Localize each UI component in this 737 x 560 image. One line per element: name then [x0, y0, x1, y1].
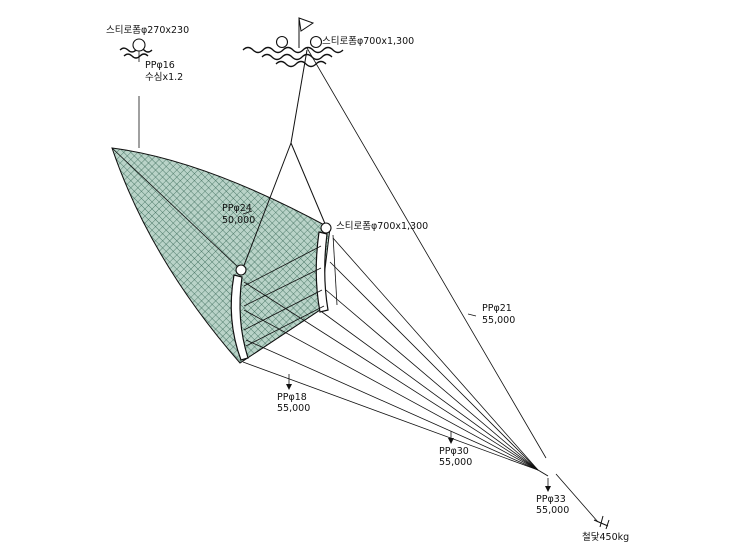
bridle-ropes	[242, 237, 549, 477]
rope-main-riser	[290, 49, 308, 144]
net-inner-line	[243, 289, 323, 331]
label-anchor: 철닻450kg	[582, 531, 629, 543]
rope-bridle	[332, 237, 539, 471]
net-body	[111, 147, 331, 364]
label-rope-pp18: PPφ18	[277, 392, 307, 403]
wave-icon	[261, 53, 333, 61]
label-rope-pp24-val: 50,000	[222, 215, 255, 226]
rope-anchor-line	[555, 473, 599, 523]
net-inner-line	[243, 245, 322, 287]
rope-bridle	[325, 289, 539, 471]
float-buoy-icon	[235, 264, 247, 276]
pointer-pp21	[467, 313, 477, 317]
rope-riser-branch	[290, 142, 327, 227]
net-inner-line	[243, 267, 322, 307]
label-rope-pp33: PPφ33	[536, 494, 566, 505]
net-inner-line	[245, 305, 325, 347]
net-bottom-edge	[239, 309, 321, 364]
arrow-head	[545, 486, 551, 492]
label-rope-pp33-val: 55,000	[536, 505, 569, 516]
flag-icon	[298, 17, 315, 32]
small-float-group	[119, 38, 153, 148]
rope-riser-lower	[242, 142, 292, 269]
label-rope-pp24: PPφ24	[222, 203, 252, 214]
wave-icon	[242, 46, 344, 54]
arrow-head	[286, 384, 292, 390]
net-top-line	[111, 147, 242, 271]
rope-junction	[537, 469, 549, 477]
label-rope-pp30: PPφ30	[439, 446, 469, 457]
label-float-large-mid: 스티로폼φ700x1,300	[336, 221, 428, 232]
anchor-icon	[593, 515, 610, 530]
rope-bridle	[245, 339, 539, 471]
label-rope-pp21: PPφ21	[482, 303, 512, 314]
wave-icon	[123, 53, 149, 59]
anchor-fluke	[599, 515, 604, 528]
rope-bridle	[321, 311, 539, 471]
label-float-large-top: 스티로폼φ700x1,300	[322, 36, 414, 47]
frame-front	[230, 274, 249, 361]
arrow-head	[448, 438, 454, 444]
label-rope-pp30-val: 55,000	[439, 457, 472, 468]
rope-bridle	[243, 281, 539, 471]
anchor-fluke	[605, 519, 610, 530]
label-rope-pp16: PPφ16	[145, 60, 175, 71]
frame-rear	[315, 231, 329, 313]
label-float-small: 스티로폼φ270x230	[106, 25, 189, 36]
label-rope-pp18-val: 55,000	[277, 403, 310, 414]
rope-bridle	[242, 361, 539, 471]
float-buoy-icon	[320, 222, 332, 234]
rope-pp21	[306, 47, 547, 459]
large-float-group	[242, 17, 344, 68]
wave-icon	[275, 60, 327, 68]
label-rope-pp16-depth: 수심x1.2	[145, 72, 183, 83]
float-buoy-icon	[309, 35, 323, 49]
pointer-pp24	[242, 210, 253, 215]
rope-bridle	[243, 309, 539, 471]
float-buoy-icon	[132, 38, 146, 52]
rope-bridle	[329, 261, 539, 471]
label-rope-pp21-val: 55,000	[482, 315, 515, 326]
float-buoy-icon	[275, 35, 289, 49]
net-side-line	[332, 234, 338, 306]
